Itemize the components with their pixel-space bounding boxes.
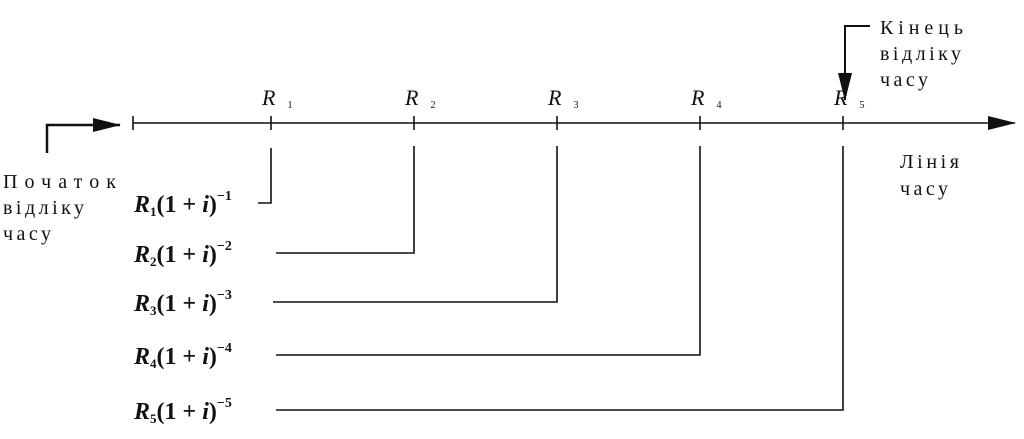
- end-label: Кінець відліку часу: [880, 17, 970, 91]
- discount-connector: [276, 146, 701, 356]
- timeline-label-line: часу: [900, 178, 955, 200]
- start-label-line: відліку: [3, 197, 91, 219]
- end-arrow-icon: [838, 25, 870, 101]
- discount-connector: [276, 146, 415, 254]
- end-label-line: відліку: [880, 43, 968, 65]
- end-label-line: Кінець: [880, 17, 970, 39]
- discount-formula: R3(1 + i)−3: [133, 288, 232, 318]
- start-label-line: часу: [3, 223, 58, 245]
- discount-formula: R4(1 + i)−4: [133, 341, 232, 371]
- discount-formula: R1(1 + i)−1: [133, 189, 232, 219]
- end-label-line: часу: [880, 69, 935, 91]
- discount-formula: R5(1 + i)−5: [133, 396, 232, 426]
- start-label: Початок відліку часу: [3, 171, 123, 245]
- discount-formula: R2(1 + i)−2: [133, 239, 232, 269]
- discount-connector: [258, 148, 272, 204]
- discount-connector: [276, 146, 844, 411]
- timeline-label-line: Лінія: [900, 151, 966, 173]
- start-arrow-icon: [45, 118, 121, 153]
- discount-connector: [273, 146, 558, 303]
- start-label-line: Початок: [3, 171, 123, 193]
- timeline-label: Лінія часу: [900, 151, 966, 200]
